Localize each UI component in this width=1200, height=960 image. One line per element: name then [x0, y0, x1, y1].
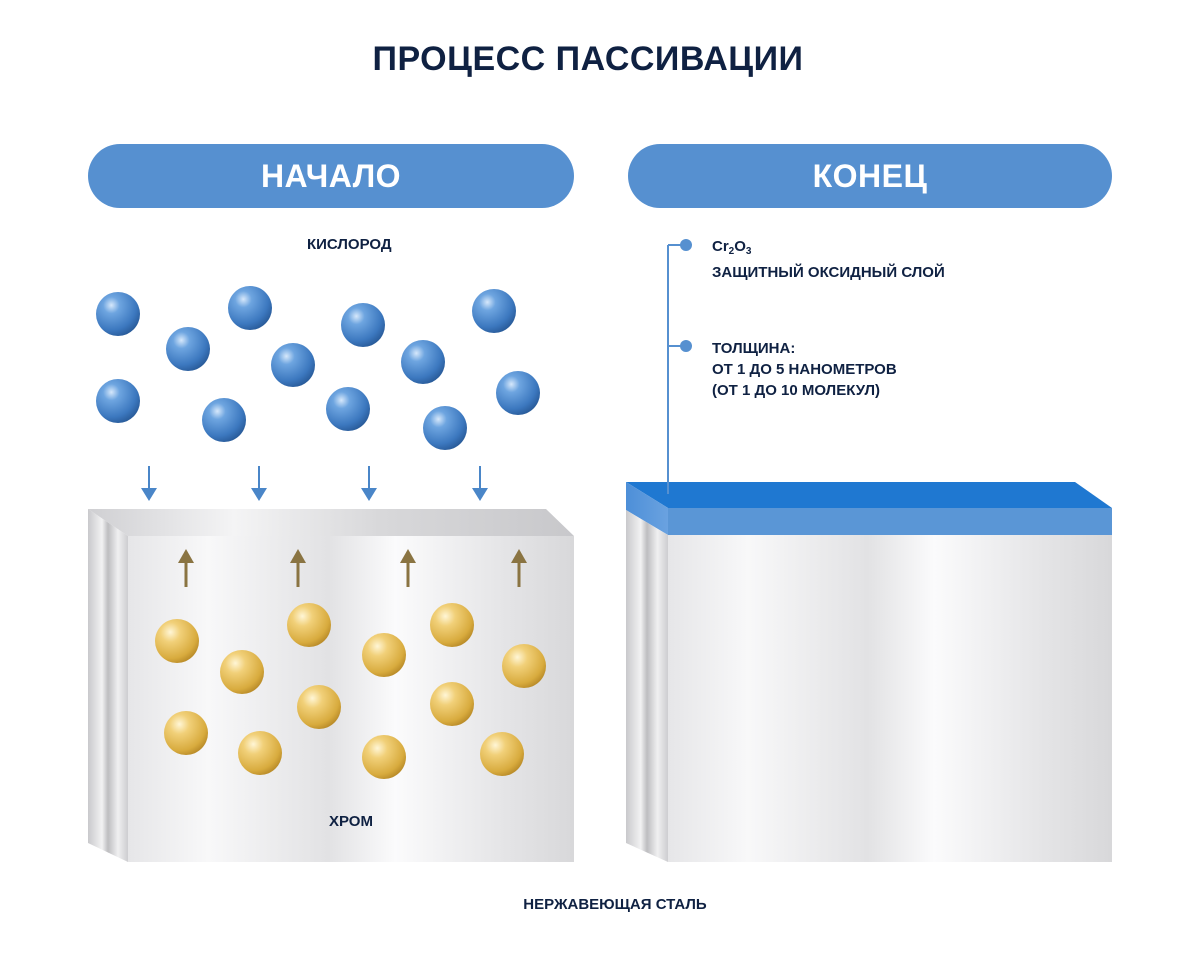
down-arrow-icon	[141, 466, 157, 501]
steel-block-start-side	[88, 509, 128, 862]
end-stage-header: КОНЕЦ	[628, 144, 1112, 208]
annotation-dot-thickness	[680, 340, 692, 352]
oxide-formula-annotation: Cr2O3 ЗАЩИТНЫЙ ОКСИДНЫЙ СЛОЙ	[712, 236, 945, 283]
up-arrow-icon	[290, 549, 306, 587]
chromium-atom	[164, 711, 208, 755]
oxide-layer-description: ЗАЩИТНЫЙ ОКСИДНЫЙ СЛОЙ	[712, 264, 945, 281]
oxygen-atom	[166, 327, 210, 371]
chemical-formula: Cr2O3	[712, 238, 752, 257]
up-arrow-icon	[511, 549, 527, 587]
up-arrow-icon	[400, 549, 416, 587]
oxygen-atom	[326, 387, 370, 431]
oxygen-atom	[341, 303, 385, 347]
chromium-atom	[220, 650, 264, 694]
down-arrow-icon	[361, 466, 377, 501]
up-arrow-icon	[178, 549, 194, 587]
oxygen-down-arrows	[141, 466, 488, 501]
page-title: ПРОЦЕСС ПАССИВАЦИИ	[372, 40, 804, 78]
chromium-atom	[362, 735, 406, 779]
oxygen-atom	[228, 286, 272, 330]
oxygen-atom	[496, 371, 540, 415]
chromium-atom	[362, 633, 406, 677]
start-stage-header: НАЧАЛО	[88, 144, 574, 208]
end-stage-label: КОНЕЦ	[812, 157, 928, 194]
start-stage-label: НАЧАЛО	[260, 157, 402, 194]
oxygen-label: КИСЛОРОД	[307, 236, 392, 253]
thickness-molecules: (ОТ 1 ДО 10 МОЛЕКУЛ)	[712, 382, 881, 399]
annotation-dot-formula	[680, 239, 692, 251]
chromium-atom	[238, 731, 282, 775]
steel-block-start	[88, 509, 574, 862]
thickness-annotation: ТОЛЩИНА: ОТ 1 ДО 5 НАНОМЕТРОВ (ОТ 1 ДО 1…	[712, 338, 897, 401]
chromium-atom	[297, 685, 341, 729]
thickness-title: ТОЛЩИНА:	[712, 340, 796, 357]
oxygen-atom	[96, 379, 140, 423]
oxygen-atom	[423, 406, 467, 450]
chromium-atom	[430, 682, 474, 726]
chromium-atom	[480, 732, 524, 776]
oxygen-atom	[401, 340, 445, 384]
oxygen-atom	[202, 398, 246, 442]
chromium-up-arrows	[178, 549, 527, 587]
steel-block-end	[626, 482, 1112, 862]
oxide-layer-side	[626, 482, 668, 535]
thickness-nanometers: ОТ 1 ДО 5 НАНОМЕТРОВ	[712, 361, 897, 378]
steel-block-end-side	[626, 510, 668, 862]
oxygen-atom	[96, 292, 140, 336]
steel-block-start-front	[128, 536, 574, 862]
down-arrow-icon	[472, 466, 488, 501]
chromium-atom	[430, 603, 474, 647]
oxygen-atoms	[96, 286, 540, 450]
chromium-atom	[155, 619, 199, 663]
oxygen-atom	[472, 289, 516, 333]
steel-block-start-top	[88, 509, 574, 536]
chromium-atom	[502, 644, 546, 688]
chromium-atom	[287, 603, 331, 647]
oxide-layer-front	[668, 508, 1112, 535]
chromium-atoms	[155, 603, 546, 779]
steel-block-end-front	[668, 535, 1112, 862]
oxygen-atom	[271, 343, 315, 387]
down-arrow-icon	[251, 466, 267, 501]
oxide-layer-top	[626, 482, 1112, 508]
stainless-steel-label: НЕРЖАВЕЮЩАЯ СТАЛЬ	[523, 896, 707, 913]
annotation-connector	[667, 239, 692, 494]
chromium-label: ХРОМ	[329, 813, 373, 830]
